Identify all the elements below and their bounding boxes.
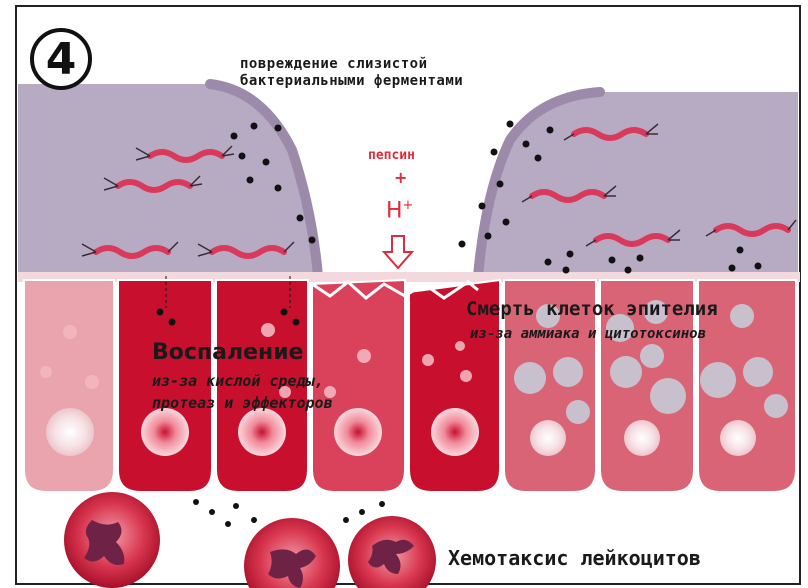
caption-line-1: повреждение слизистой <box>240 56 463 73</box>
nucleus <box>46 408 94 456</box>
nucleus <box>238 408 286 456</box>
inflammation-cause-line-2: протеаз и эффекторов <box>152 392 333 414</box>
nucleus <box>720 420 756 456</box>
nucleus <box>334 408 382 456</box>
inflammation-cause: из-за кислой среды, протеаз и эффекторов <box>152 370 333 414</box>
nucleus <box>624 420 660 456</box>
panel-number-badge: 4 <box>30 28 92 90</box>
plus-sign: + <box>394 168 407 187</box>
nucleus <box>431 408 479 456</box>
nucleus <box>141 408 189 456</box>
cell-death-title: Смерть клеток эпителия <box>466 298 718 320</box>
chemotaxis-label: Хемотаксис лейкоцитов <box>448 546 701 570</box>
inflammation-title: Воспаление <box>152 340 304 365</box>
pepsin-label: пепсин <box>368 148 415 163</box>
ion-charge: + <box>403 198 414 213</box>
panel-number: 4 <box>46 34 77 85</box>
mucosal-damage-caption: повреждение слизистой бактериальными фер… <box>240 56 463 90</box>
ion-symbol: H <box>386 198 403 223</box>
inflammation-cause-line-1: из-за кислой среды, <box>152 370 333 392</box>
epithelial-cell-1 <box>24 280 114 492</box>
hydrogen-ion-label: H+ <box>386 198 413 223</box>
nucleus <box>530 420 566 456</box>
caption-line-2: бактериальными ферментами <box>240 73 463 90</box>
cell-death-cause: из-за аммиака и цитотоксинов <box>470 326 706 342</box>
